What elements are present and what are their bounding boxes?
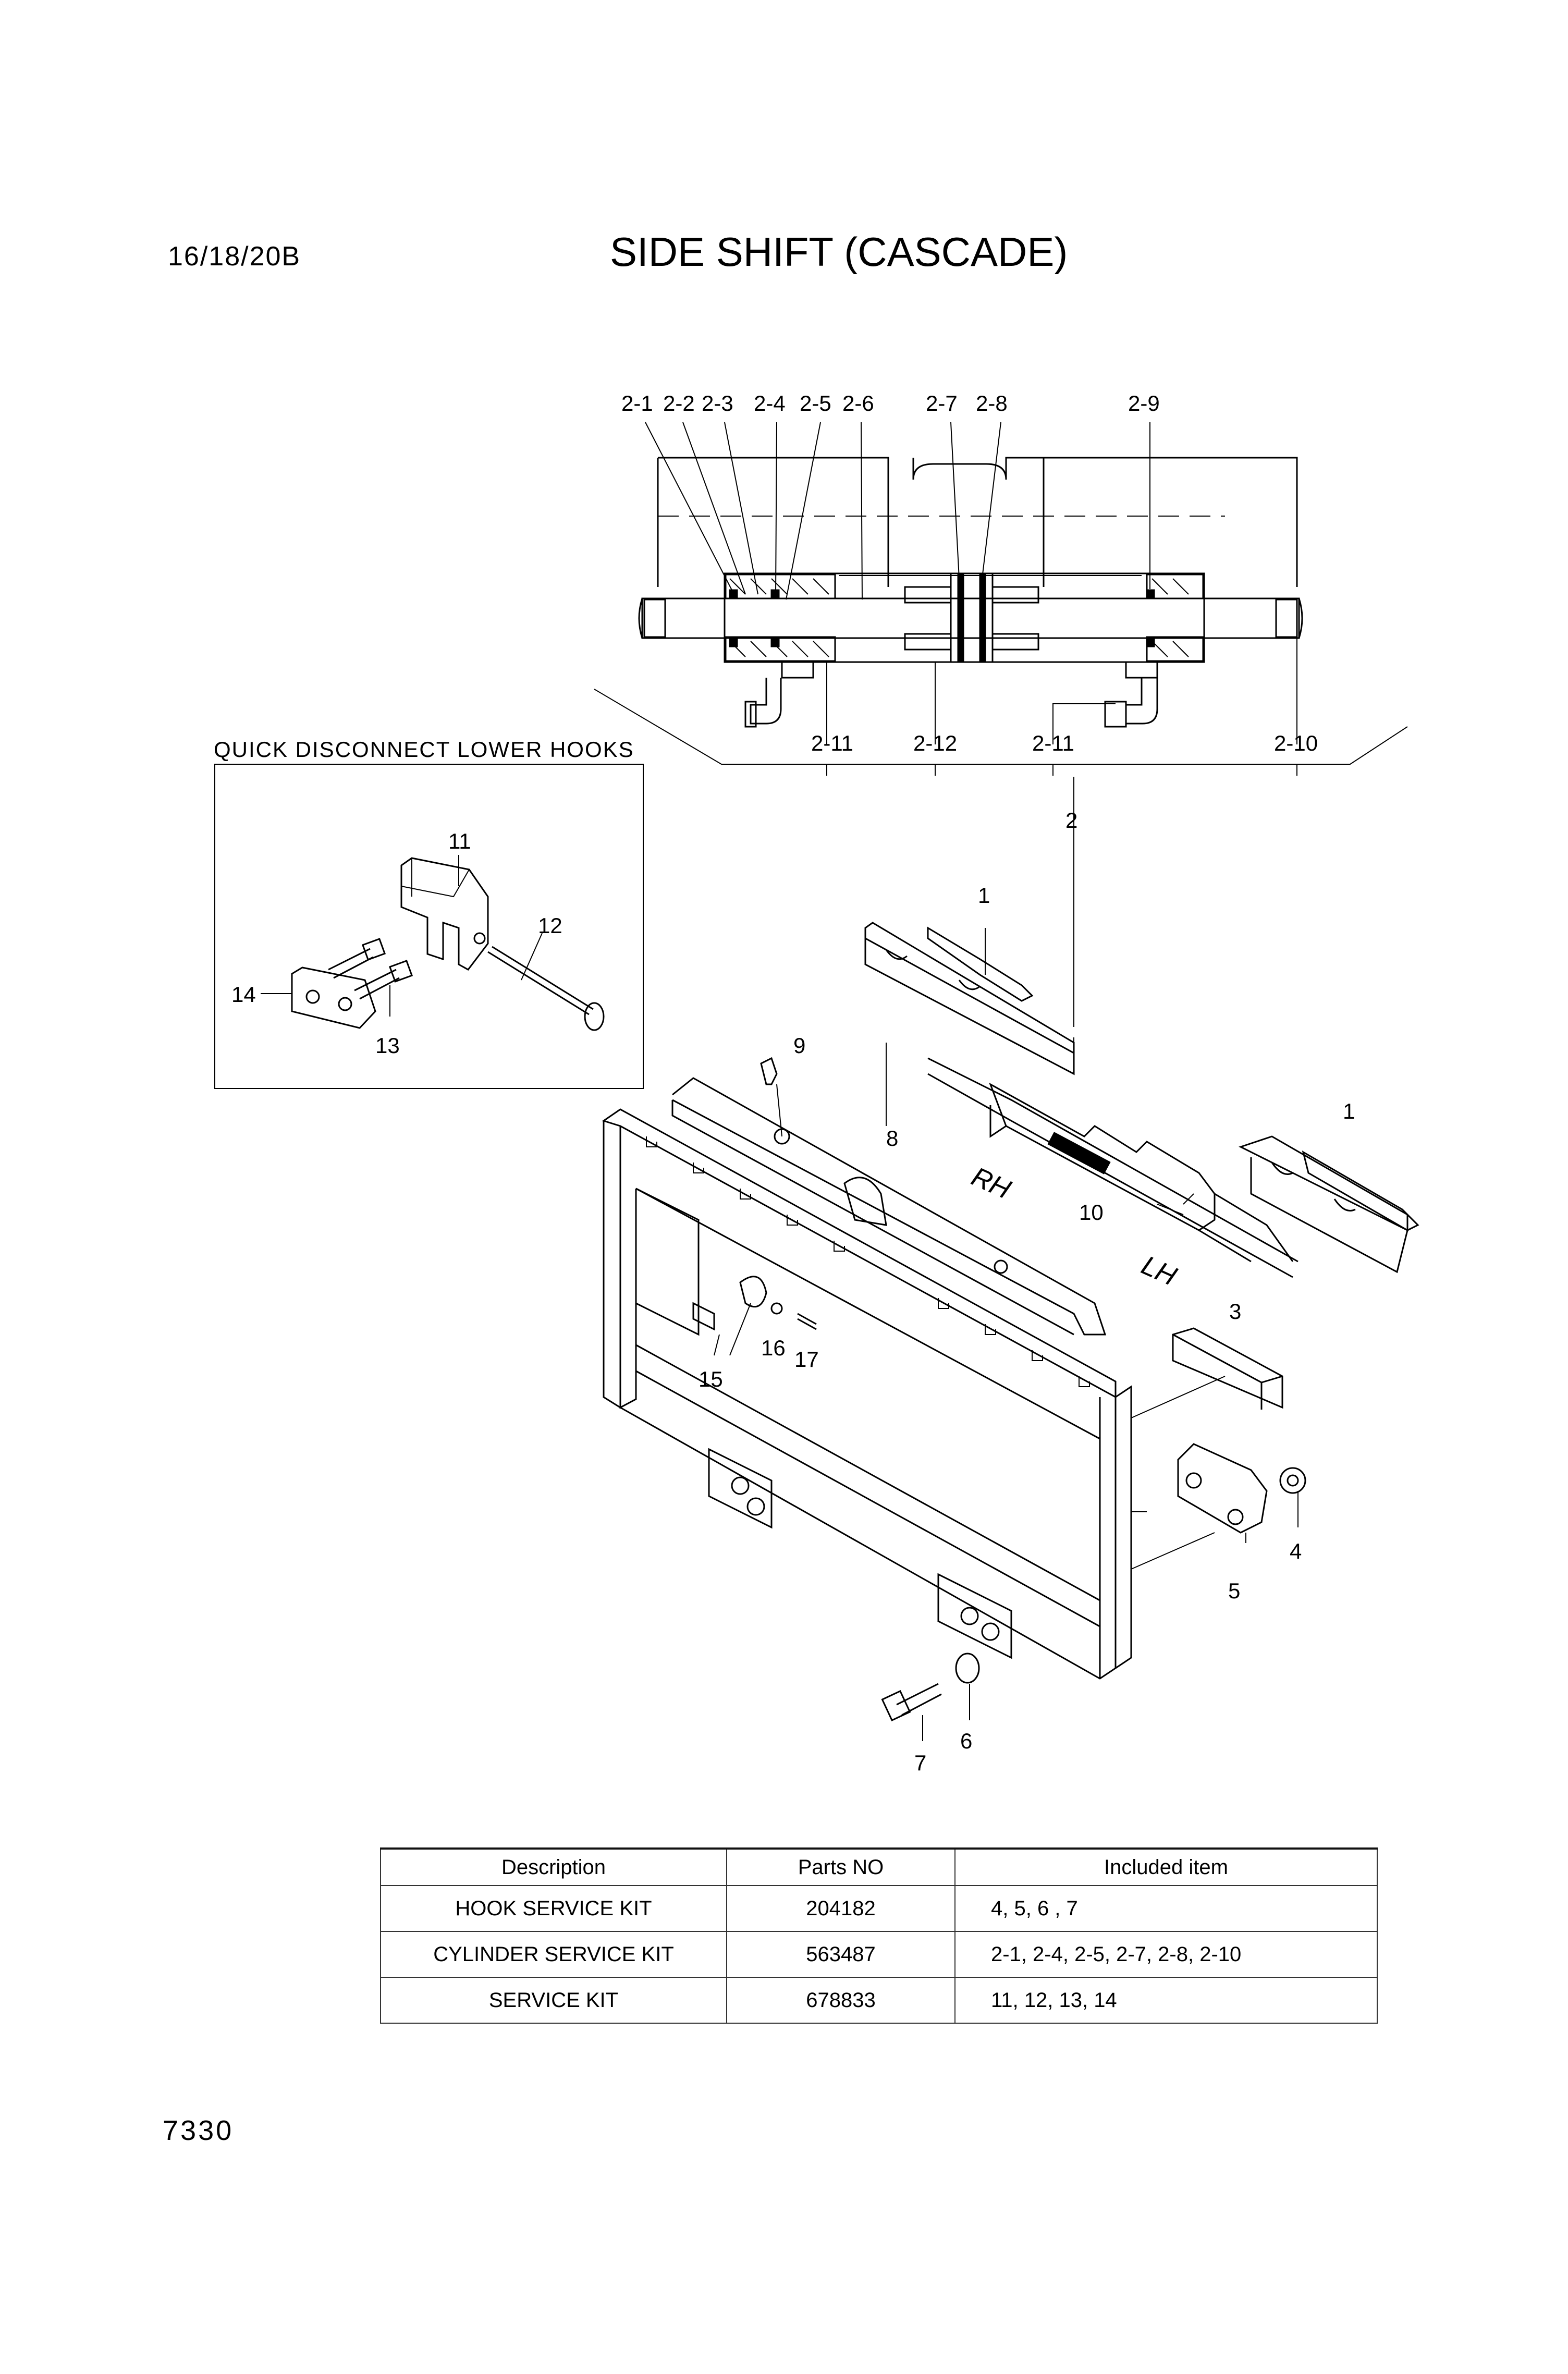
inset-title: QUICK DISCONNECT LOWER HOOKS: [214, 737, 634, 762]
callout-2-12: 2-12: [913, 731, 957, 755]
callout-16: 16: [761, 1336, 786, 1360]
callout-9: 9: [793, 1033, 805, 1058]
cylinder-section-view: [594, 422, 1408, 1027]
row-part-no: 563487: [726, 1931, 956, 1978]
row-part-no: 678833: [726, 1977, 956, 2024]
callout-7: 7: [914, 1751, 926, 1775]
callout-15: 15: [699, 1367, 723, 1391]
callout-2-6: 2-6: [842, 391, 874, 415]
main-assembly: [602, 922, 1419, 1741]
callout-1-upper: 1: [978, 883, 990, 908]
table-row: CYLINDER SERVICE KIT 563487 2-1, 2-4, 2-…: [380, 1931, 1378, 1978]
page-number: 7330: [163, 2115, 234, 2146]
callout-2-1: 2-1: [621, 391, 653, 415]
row-part-no: 204182: [726, 1885, 956, 1932]
service-kits-table: Description Parts NO Included item HOOK …: [380, 1847, 1378, 2024]
callout-2: 2: [1065, 808, 1077, 833]
model-code: 16/18/20B: [168, 241, 301, 272]
callout-4: 4: [1290, 1539, 1302, 1563]
section-callouts: 2-1 2-2 2-3 2-4 2-5 2-6 2-7 2-8 2-9 2-11…: [621, 391, 1318, 755]
callout-2-3: 2-3: [702, 391, 733, 415]
quick-disconnect-inset: [214, 764, 644, 1089]
rh-label: RH: [967, 1161, 1015, 1205]
callout-8: 8: [886, 1126, 898, 1151]
callout-12: 12: [538, 913, 562, 938]
row-included: 11, 12, 13, 14: [954, 1977, 1378, 2024]
callout-10: 10: [1079, 1200, 1104, 1225]
row-description: SERVICE KIT: [380, 1977, 727, 2024]
callout-2-5: 2-5: [800, 391, 831, 415]
callout-2-11-right: 2-11: [1032, 731, 1074, 755]
row-description: CYLINDER SERVICE KIT: [380, 1931, 727, 1978]
row-included: 4, 5, 6 , 7: [954, 1885, 1378, 1932]
col-included-item: Included item: [954, 1847, 1378, 1886]
callout-2-8: 2-8: [976, 391, 1008, 415]
col-description: Description: [380, 1847, 727, 1886]
col-parts-no: Parts NO: [726, 1847, 956, 1886]
row-description: HOOK SERVICE KIT: [380, 1885, 727, 1932]
table-row: HOOK SERVICE KIT 204182 4, 5, 6 , 7: [380, 1885, 1378, 1932]
table-row: SERVICE KIT 678833 11, 12, 13, 14: [380, 1977, 1378, 2024]
callout-13: 13: [375, 1033, 400, 1058]
callout-3: 3: [1229, 1299, 1241, 1324]
callout-17: 17: [794, 1347, 819, 1372]
callout-11: 11: [448, 829, 471, 853]
callout-2-4: 2-4: [754, 391, 786, 415]
callout-14: 14: [231, 982, 256, 1007]
callout-2-7: 2-7: [926, 391, 958, 415]
callout-2-11-left: 2-11: [811, 731, 853, 755]
callout-2-2: 2-2: [663, 391, 695, 415]
callout-6: 6: [960, 1729, 972, 1753]
page-title: SIDE SHIFT (CASCADE): [610, 229, 1068, 275]
lh-label: LH: [1137, 1250, 1181, 1292]
row-included: 2-1, 2-4, 2-5, 2-7, 2-8, 2-10: [954, 1931, 1378, 1978]
callout-5: 5: [1228, 1578, 1240, 1603]
table-header-row: Description Parts NO Included item: [380, 1847, 1378, 1886]
callout-1-lower: 1: [1343, 1099, 1355, 1123]
callout-2-10: 2-10: [1274, 731, 1318, 755]
callout-2-9: 2-9: [1128, 391, 1160, 415]
